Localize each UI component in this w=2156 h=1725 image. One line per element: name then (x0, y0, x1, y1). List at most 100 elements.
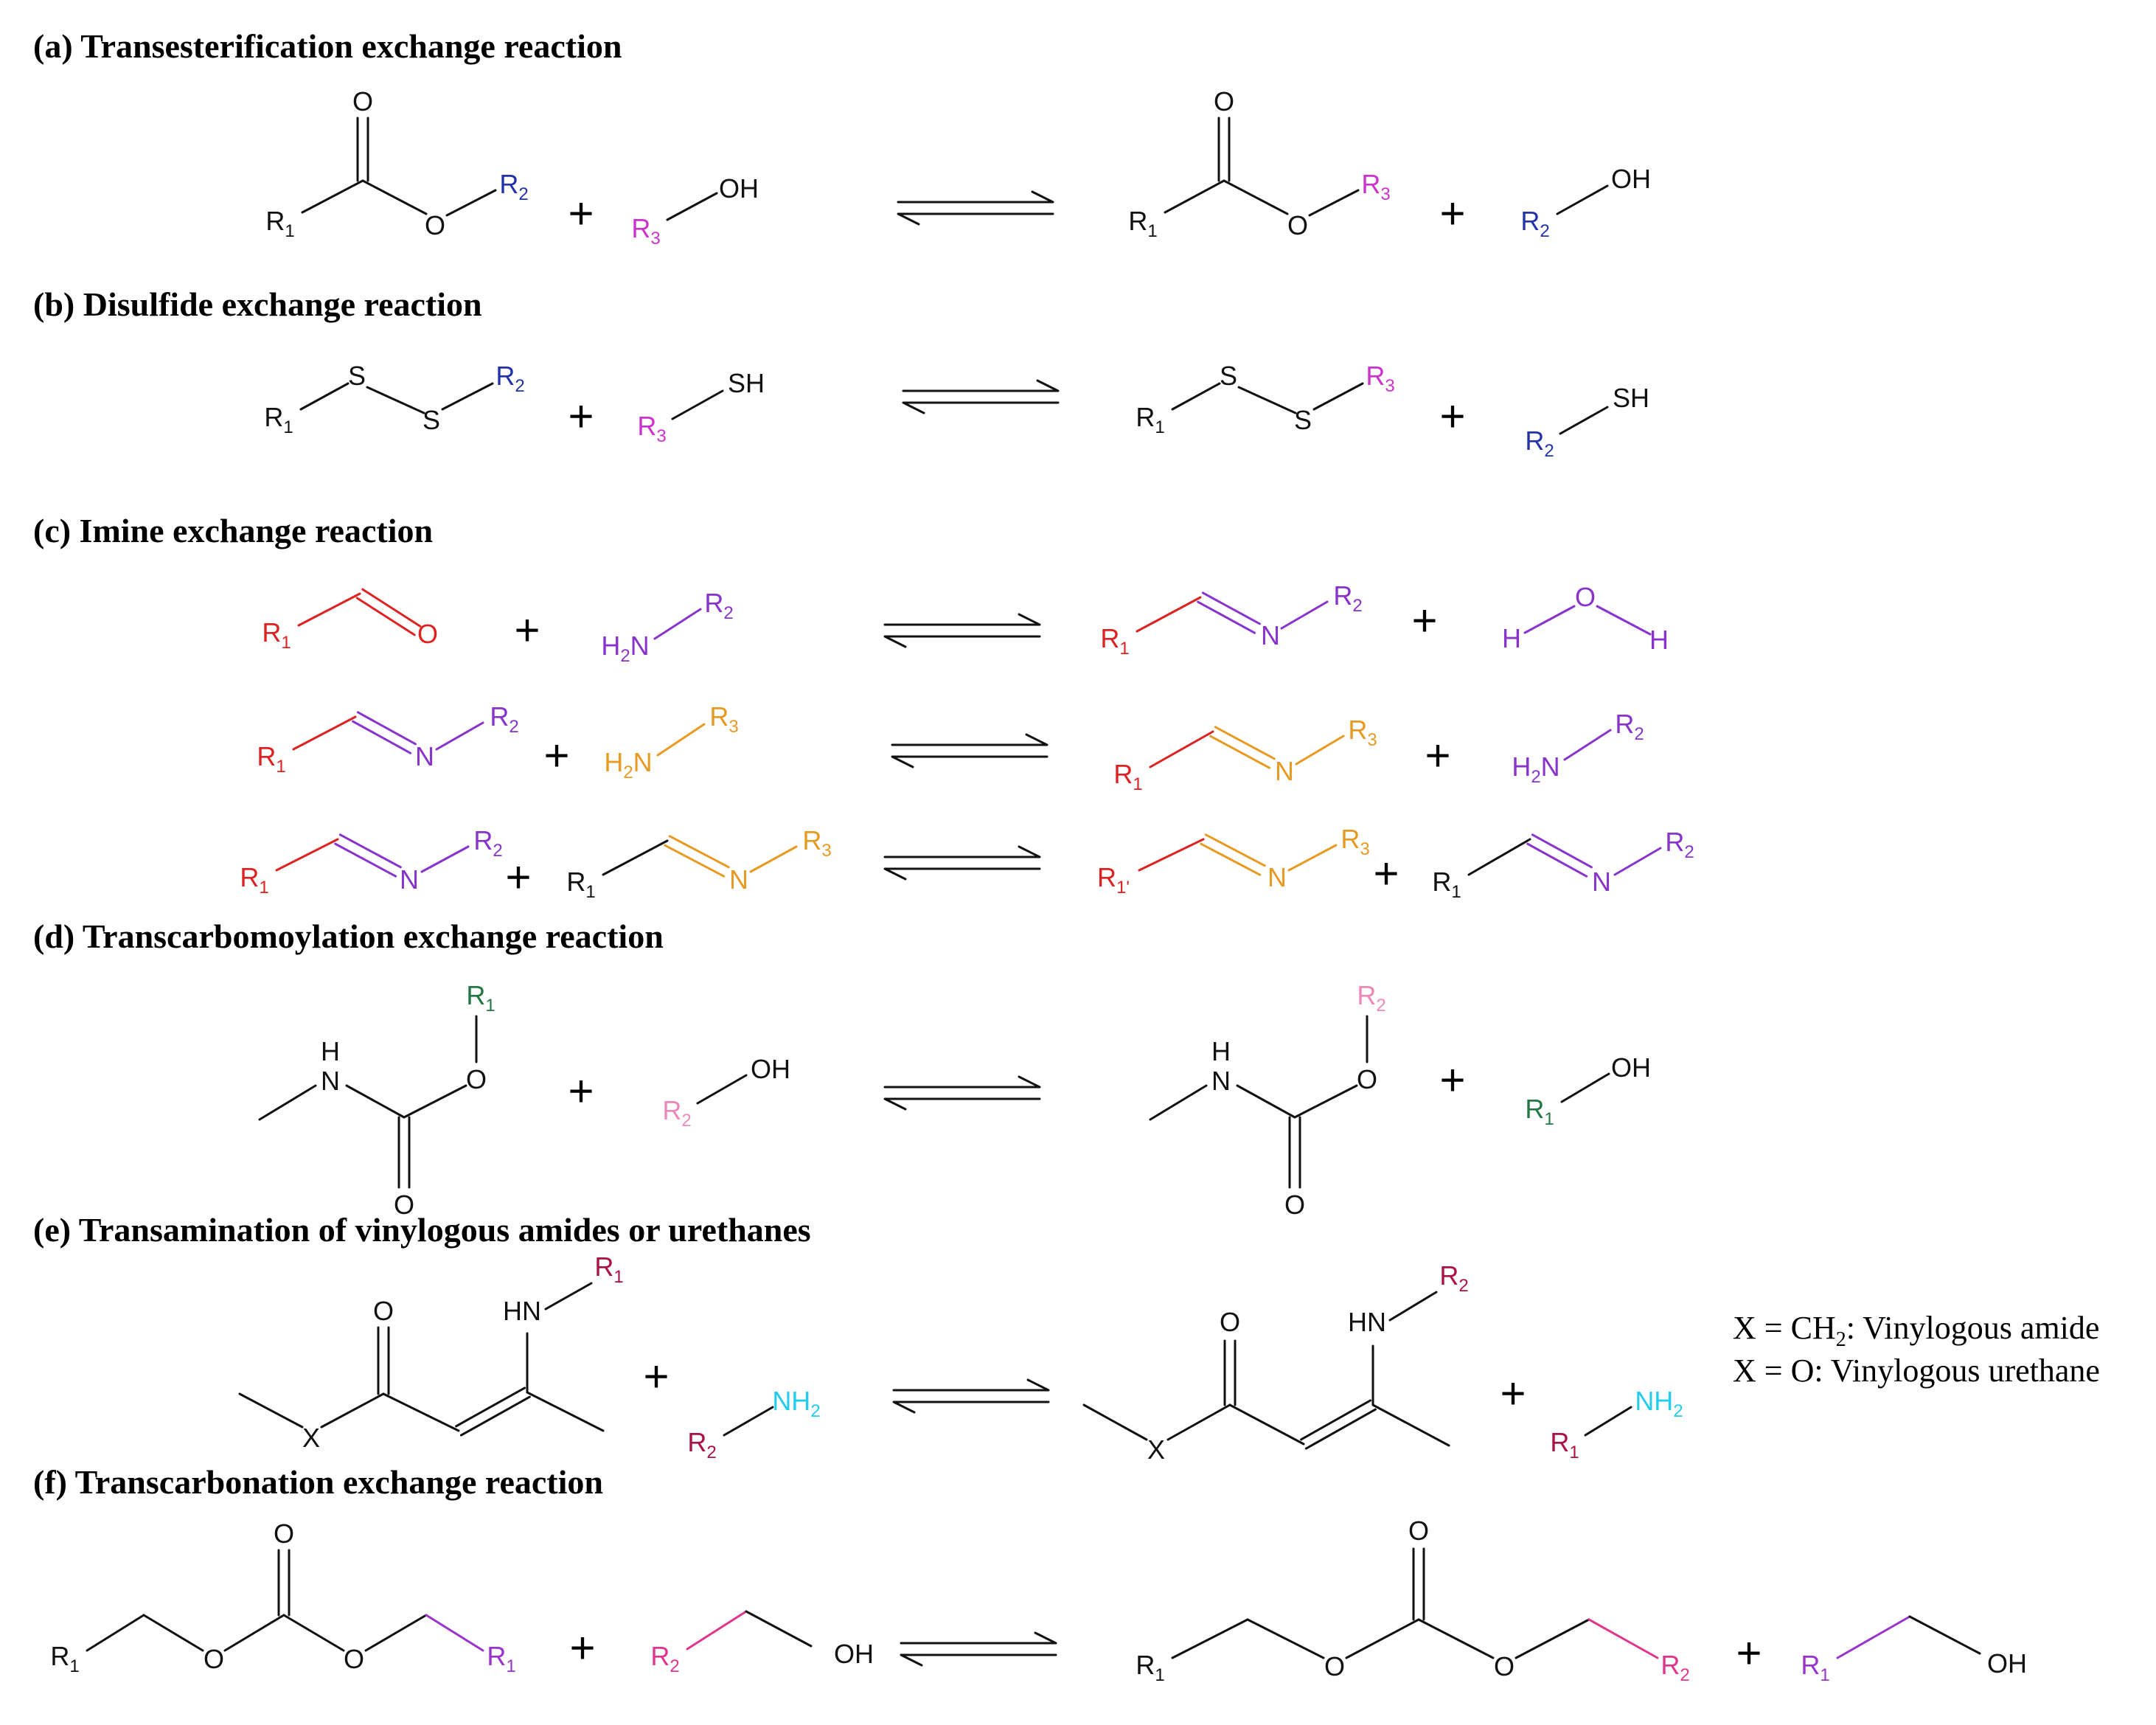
bond (366, 386, 425, 414)
equilibrium-arrow (902, 379, 1060, 414)
bond (297, 592, 361, 627)
oxygen-label: O (1214, 86, 1234, 117)
bond (345, 1084, 406, 1119)
sulfur-label: S (348, 361, 366, 391)
substituent-label: R1 (566, 867, 595, 902)
bond (749, 845, 798, 873)
bond (696, 1074, 748, 1105)
bond (1588, 1618, 1659, 1659)
double-bond (352, 720, 412, 754)
substituent-label: R1 (50, 1641, 79, 1676)
double-bond (1201, 591, 1261, 625)
bond (86, 1614, 145, 1652)
bond (292, 715, 357, 751)
plus-sign: + (568, 189, 594, 238)
substituent-label: R3 (709, 701, 738, 737)
bond (1371, 1403, 1450, 1447)
sulfur-label: S (422, 405, 440, 435)
substituent-label: R3 (1348, 715, 1377, 750)
substituent-label: R2 (499, 169, 528, 204)
bond (1280, 600, 1329, 630)
substituent-label: R2 (1525, 426, 1554, 461)
bond (1246, 1618, 1325, 1659)
plus-sign: + (1439, 189, 1465, 238)
plus-sign: + (569, 1623, 595, 1673)
substituent-label: R3 (1366, 361, 1394, 396)
oxygen-label: O (1575, 582, 1596, 612)
bond (656, 723, 706, 757)
plus-sign: + (568, 1066, 594, 1116)
substituent-label: R3 (631, 213, 660, 249)
oxygen-label: O (373, 1296, 394, 1326)
hydrogen-label: H (1502, 623, 1521, 653)
substituent-label: R1 (240, 862, 268, 898)
legend-line-urethane: X = O: Vinylogous urethane (1733, 1353, 2100, 1389)
sulfur-label: S (1220, 361, 1237, 391)
bond (275, 838, 339, 872)
oxygen-label: O (1357, 1064, 1377, 1094)
plus-sign: + (1411, 596, 1437, 645)
bond (686, 1610, 748, 1651)
substituent-label: R2 (687, 1427, 716, 1462)
equilibrium-arrow (900, 1631, 1057, 1667)
substituent-label: R2 (1520, 206, 1549, 241)
bond (1236, 1084, 1296, 1119)
substituent-label: R1' (1097, 862, 1130, 898)
title-c: (c) Imine exchange reaction (33, 512, 433, 549)
bond (320, 1392, 385, 1429)
bond (435, 721, 484, 751)
double-bond (1300, 1399, 1372, 1441)
amine-nh-label: HN (503, 1296, 541, 1326)
title-f: (f) Transcarbonation exchange reaction (33, 1463, 603, 1501)
substituent-label: R1 (1113, 759, 1142, 794)
bond (299, 382, 350, 411)
bond (425, 1614, 484, 1652)
bond (1228, 1403, 1305, 1445)
bond (1149, 1084, 1208, 1121)
hydroxyl-label: OH (719, 173, 759, 204)
bond (1082, 1403, 1148, 1441)
substituent-label: R2 (473, 825, 502, 861)
legend-vinylogous: X = CH2: Vinylogous amide X = O: Vinylog… (1733, 1310, 2100, 1389)
bond (526, 1391, 605, 1432)
substituent-label: R1 (594, 1252, 623, 1287)
substituent-label: R3 (1361, 169, 1390, 204)
substituent-label: R2 (490, 701, 518, 737)
substituent-label: R1 (1136, 402, 1164, 437)
amine-nh-label: HN (1348, 1307, 1386, 1337)
double-bond (361, 588, 422, 628)
double-bond (1197, 600, 1256, 634)
substituent-label: R1 (1136, 1650, 1164, 1685)
substituent-label: R2 (1333, 580, 1362, 616)
bond (653, 608, 702, 640)
bond (1136, 596, 1202, 633)
double-bond (356, 711, 417, 746)
bond (420, 845, 470, 873)
oxygen-label: O (417, 619, 438, 649)
substituent-label: R1 (466, 980, 495, 1016)
bond (1836, 1615, 1911, 1659)
equilibrium-arrow (897, 190, 1054, 226)
hydrogen-label: H (1211, 1036, 1231, 1066)
oxygen-label: O (1284, 1190, 1305, 1220)
double-bond (459, 1395, 531, 1437)
plus-sign: + (505, 853, 531, 902)
sulfur-label: S (1294, 405, 1312, 435)
bond (1908, 1615, 1981, 1655)
bond (1556, 184, 1609, 215)
double-bond (664, 844, 726, 878)
bond (403, 1084, 467, 1119)
bond (602, 839, 669, 876)
substituent-label: R2 (1357, 980, 1385, 1016)
bond (1559, 406, 1609, 435)
double-bond (668, 835, 730, 869)
bond (445, 189, 497, 217)
double-bond (1209, 735, 1271, 769)
substituent-label: R1 (1525, 1094, 1554, 1129)
oxygen-label: O (425, 210, 445, 240)
nitrogen-label: N (1275, 756, 1294, 786)
substituent-label: R1 (1100, 623, 1129, 659)
nitrogen-label: N (1261, 620, 1280, 650)
bond (1312, 382, 1364, 411)
bond (1417, 1618, 1495, 1659)
